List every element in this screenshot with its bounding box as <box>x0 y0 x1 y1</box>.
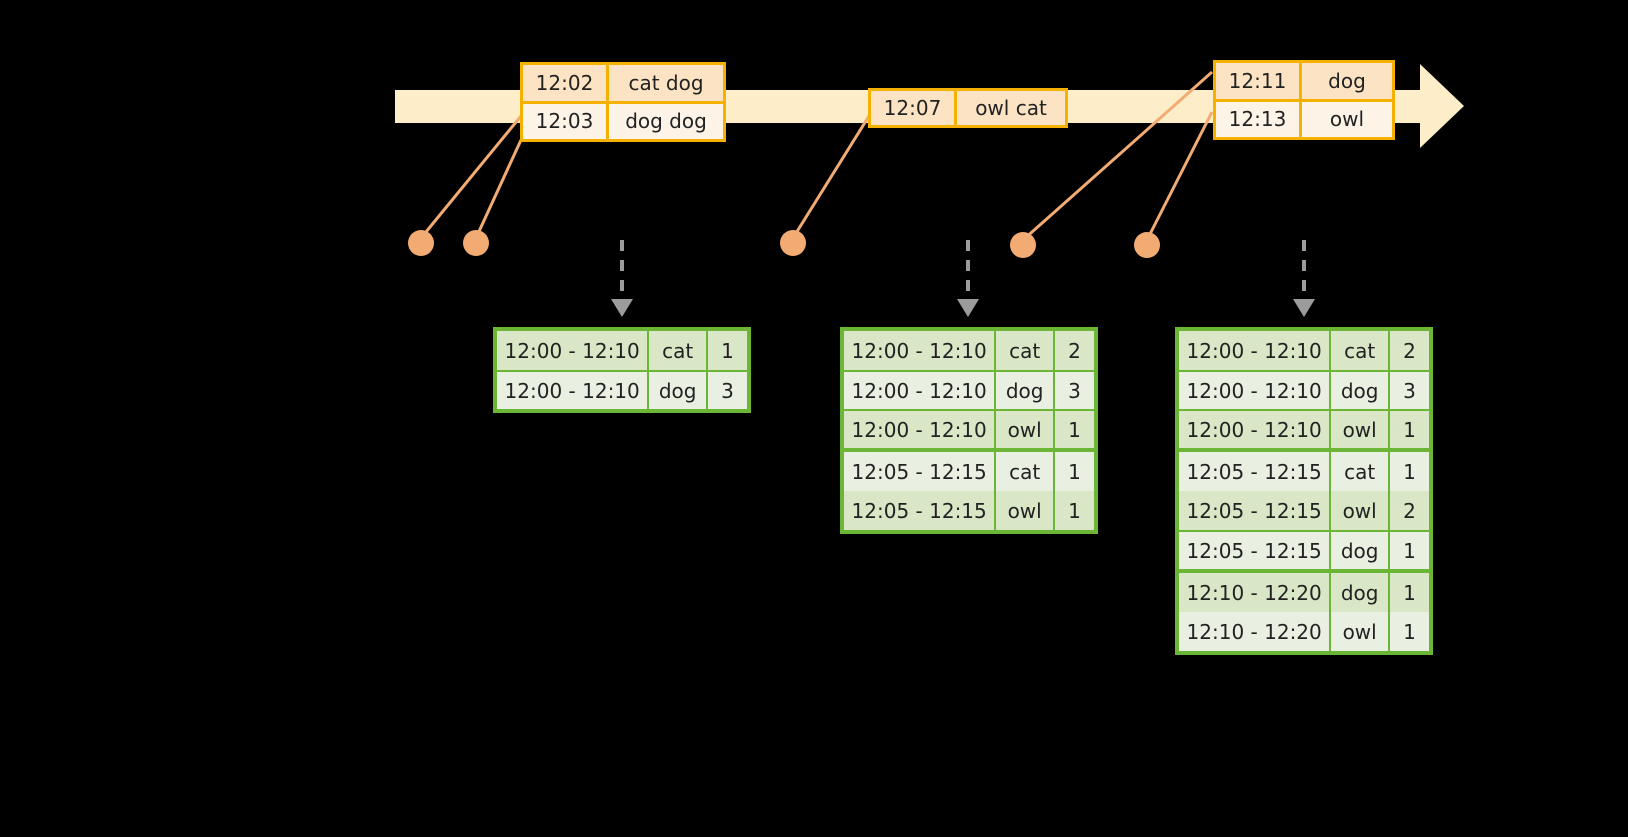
cell-word: cat <box>996 452 1055 491</box>
cell-window: 12:05 - 12:15 <box>1179 532 1332 569</box>
event-words: owl cat <box>975 96 1047 120</box>
cell-window: 12:00 - 12:10 <box>1179 411 1332 448</box>
cell-count: 1 <box>1403 459 1416 484</box>
cell-window: 12:05 - 12:15 <box>844 491 997 530</box>
cell-count: 1 <box>1068 459 1081 484</box>
event-time: 12:13 <box>1216 101 1302 137</box>
timeline-event-row: 12:03 dog dog <box>523 100 723 139</box>
cell-word: cat <box>1331 331 1390 370</box>
cell-count: 1 <box>1403 619 1416 644</box>
cell-word: owl <box>1331 491 1390 530</box>
cell-window: 12:05 - 12:15 <box>1179 491 1332 530</box>
cell-count: 2 <box>1403 338 1416 363</box>
event-time: 12:07 <box>871 91 957 125</box>
cell-window: 12:10 - 12:20 <box>1179 612 1332 651</box>
event-dot <box>463 230 489 256</box>
cell-window: 12:00 - 12:10 <box>844 411 997 448</box>
dashed-arrow-down-icon <box>1293 240 1315 317</box>
cell-window: 12:00 - 12:10 <box>497 372 650 409</box>
cell-count: 1 <box>1403 538 1416 563</box>
event-time: 12:02 <box>523 65 609 101</box>
cell-word: owl <box>1331 612 1390 651</box>
cell-count: 1 <box>1068 417 1081 442</box>
timeline-event-box-b[interactable]: 12:07 owl cat <box>868 88 1068 128</box>
cell-word: dog <box>996 372 1055 409</box>
cell-word: cat <box>1331 452 1390 491</box>
cell-window: 12:00 - 12:10 <box>844 331 997 370</box>
cell-window: 12:00 - 12:10 <box>844 372 997 409</box>
event-words: dog <box>1328 68 1366 93</box>
cell-word: owl <box>996 411 1055 448</box>
cell-count: 1 <box>721 338 734 363</box>
cell-word: dog <box>1331 573 1390 612</box>
timeline-event-box-c[interactable]: 12:11 dog 12:13 owl <box>1213 60 1395 140</box>
timeline-event-row: 12:02 cat dog <box>523 65 723 101</box>
event-words: cat dog <box>628 70 704 95</box>
event-time: 12:11 <box>1216 63 1302 99</box>
cell-window: 12:10 - 12:20 <box>1179 573 1332 612</box>
event-dot <box>1134 232 1160 258</box>
timeline-event-row: 12:13 owl <box>1216 98 1392 137</box>
cell-count: 3 <box>1068 378 1081 403</box>
cell-count: 3 <box>1403 378 1416 403</box>
dashed-arrow-down-icon <box>611 240 633 317</box>
timeline-arrow-head-icon <box>1420 64 1464 148</box>
cell-window: 12:00 - 12:10 <box>1179 331 1332 370</box>
event-words: dog dog <box>625 109 707 134</box>
cell-count: 2 <box>1403 498 1416 523</box>
cell-count: 1 <box>1068 498 1081 523</box>
event-dot <box>1010 232 1036 258</box>
dashed-arrow-down-icon <box>957 240 979 317</box>
event-words: owl <box>1329 107 1365 132</box>
timeline-event-box-a[interactable]: 12:02 cat dog 12:03 dog dog <box>520 62 726 142</box>
cell-count: 2 <box>1068 338 1081 363</box>
event-time: 12:03 <box>523 103 609 139</box>
cell-window: 12:00 - 12:10 <box>1179 372 1332 409</box>
cell-count: 1 <box>1403 580 1416 605</box>
cell-count: 1 <box>1403 417 1416 442</box>
cell-window: 12:05 - 12:15 <box>1179 452 1332 491</box>
cell-word: dog <box>1331 372 1390 409</box>
cell-count: 3 <box>721 378 734 403</box>
cell-word: owl <box>996 491 1055 530</box>
cell-word: cat <box>649 331 708 370</box>
cell-word: dog <box>649 372 708 409</box>
event-dot <box>408 230 434 256</box>
cell-word: cat <box>996 331 1055 370</box>
cell-word: dog <box>1331 532 1390 569</box>
cell-window: 12:00 - 12:10 <box>497 331 650 370</box>
cell-word: owl <box>1331 411 1390 448</box>
timeline-event-row: 12:11 dog <box>1216 63 1392 99</box>
timeline-event-row: 12:07 owl cat <box>871 91 1065 125</box>
cell-window: 12:05 - 12:15 <box>844 452 997 491</box>
event-dot <box>780 230 806 256</box>
